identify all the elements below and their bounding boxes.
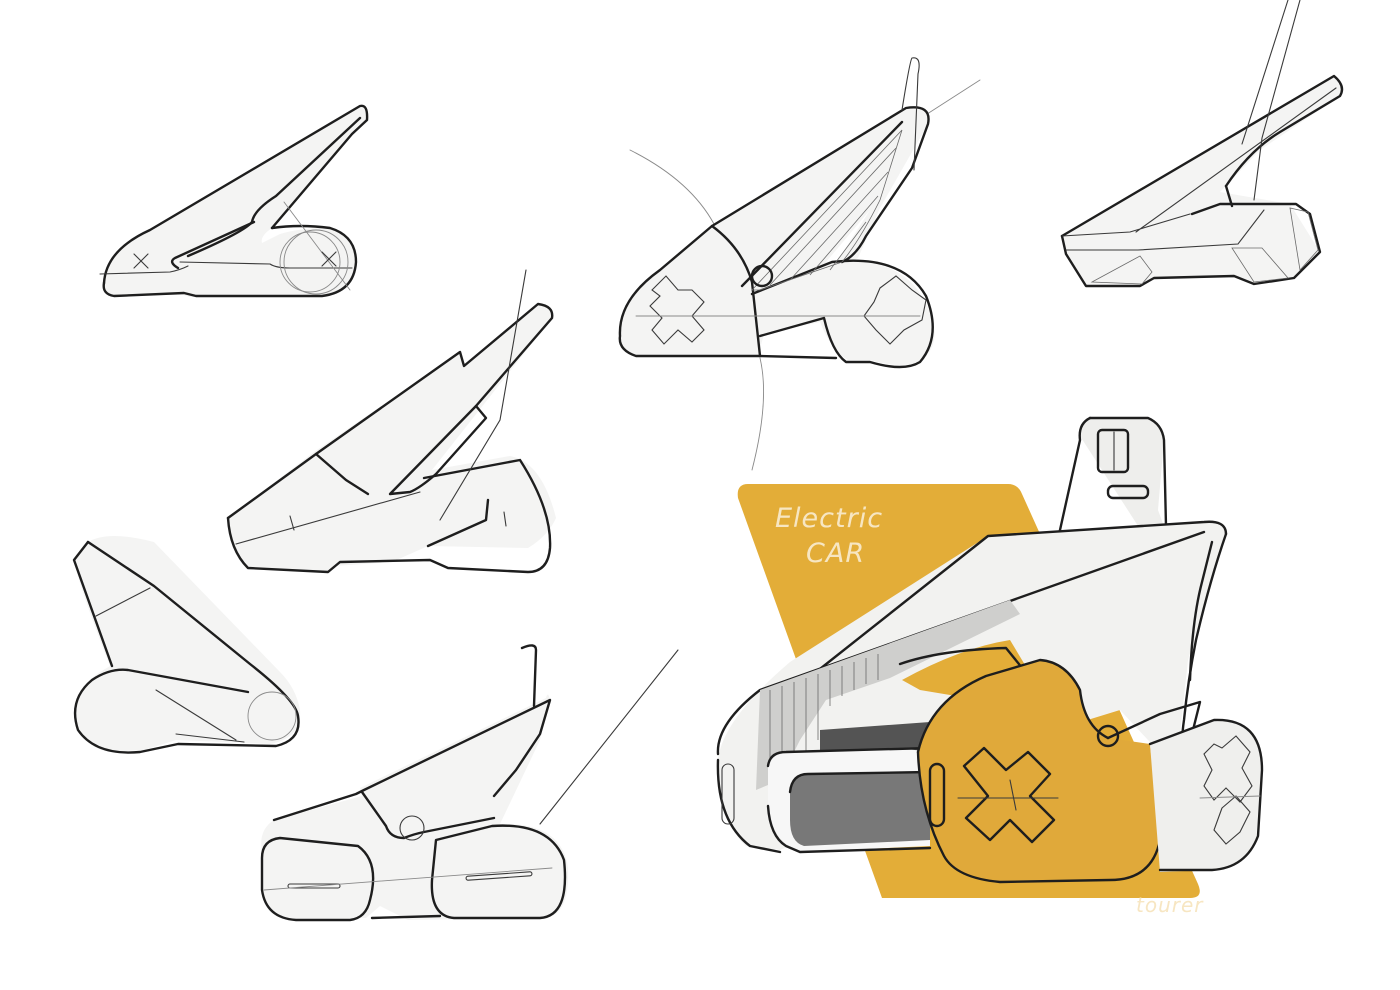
sketch-6-capsule-view: [260, 644, 679, 922]
sketch-4-faceted-view: [226, 269, 556, 574]
sketch-1-side-view: [99, 104, 369, 298]
sketch-3-faceted-view: [1060, 0, 1344, 288]
sketch-7-hero-render: [716, 416, 1264, 884]
sketch-5-front-view: [72, 536, 301, 754]
sketch-board: Electric CAR tourer: [72, 0, 1344, 922]
sketch-2-side-view: [618, 57, 981, 471]
